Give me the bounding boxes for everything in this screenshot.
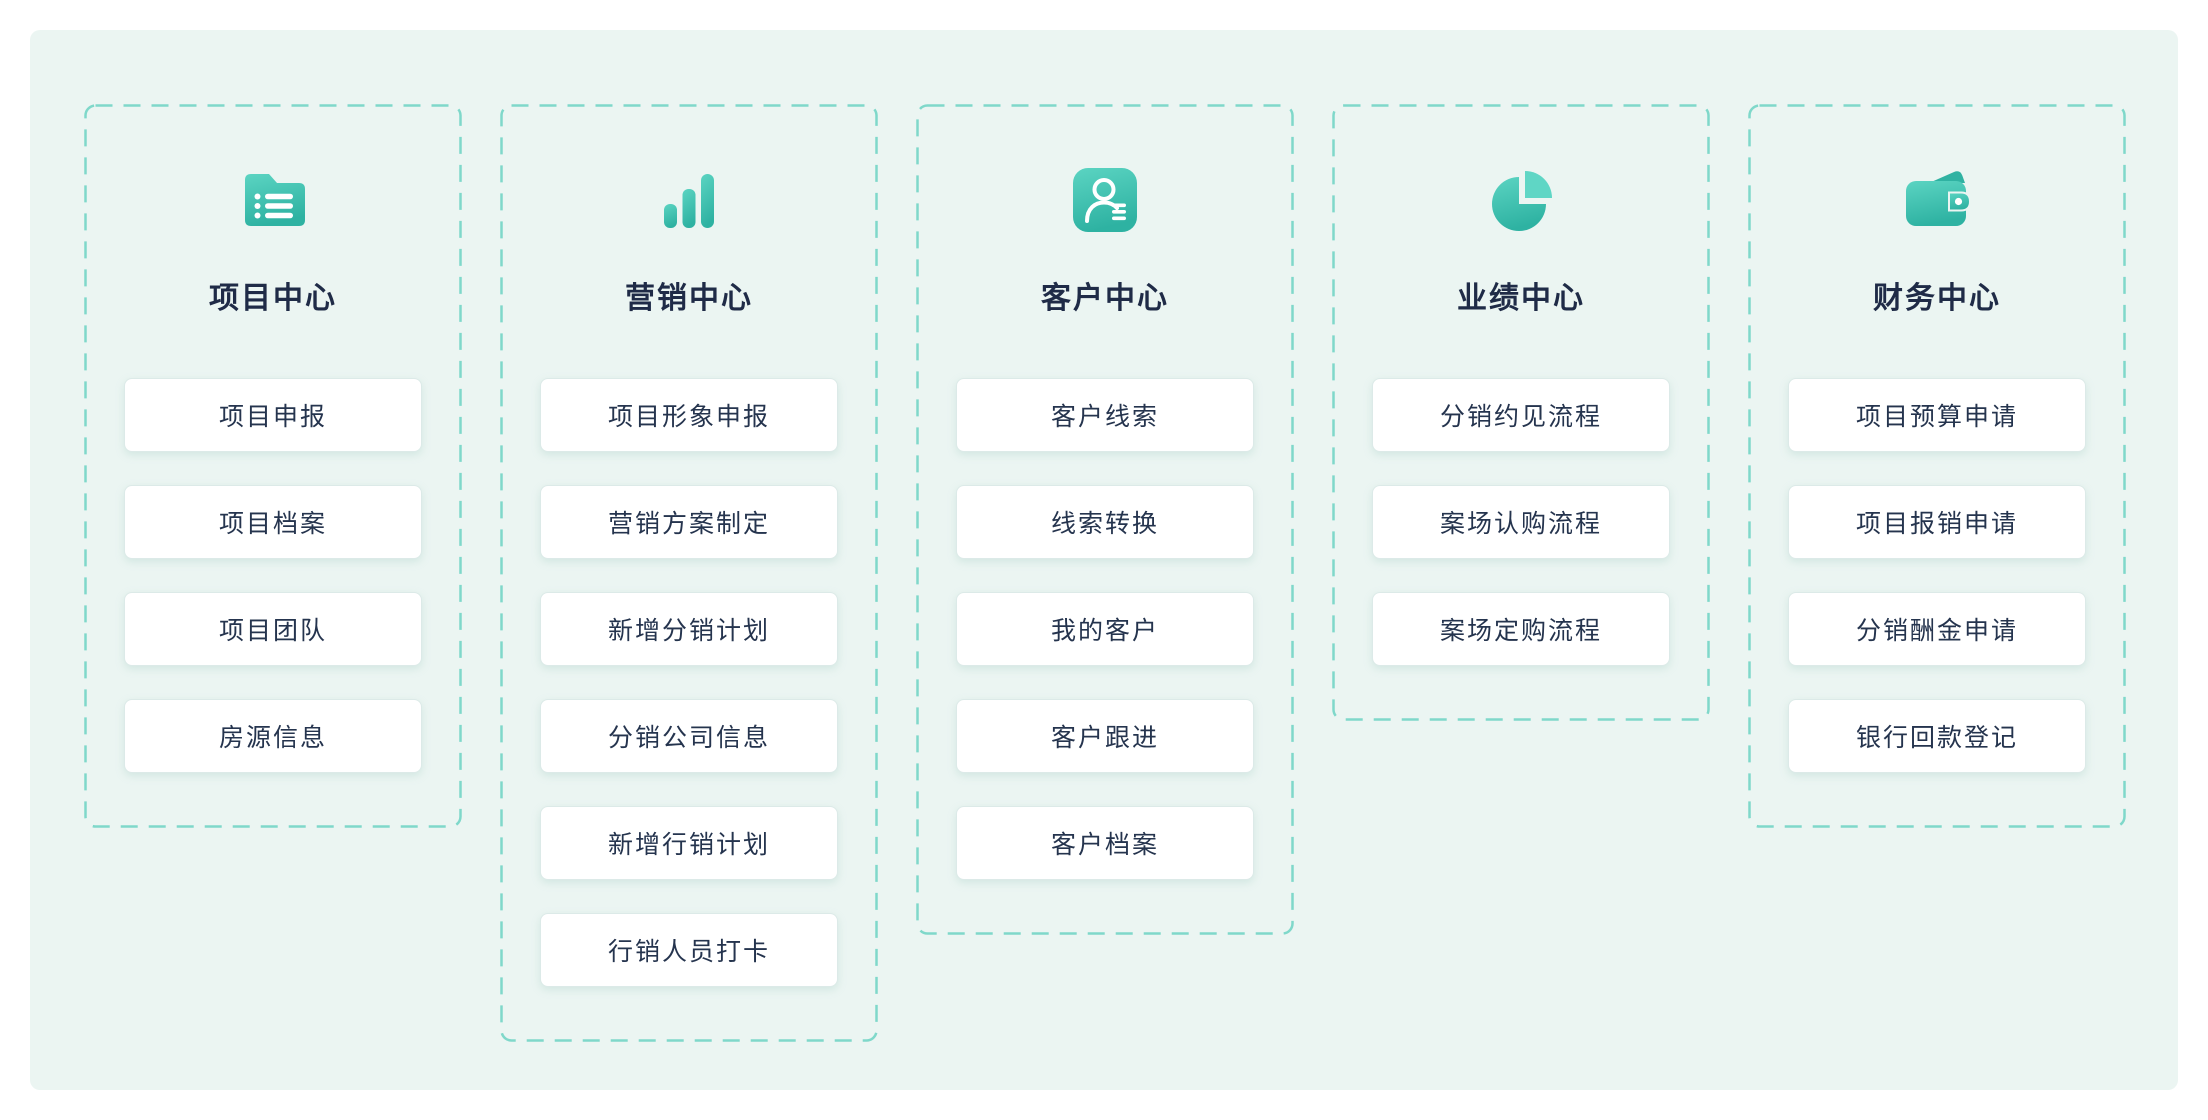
module-columns: 项目中心 项目申报项目档案项目团队房源信息 营销中心 项目形象申报营销方案制定新… — [84, 104, 2126, 1042]
module-button[interactable]: 营销方案制定 — [540, 485, 838, 559]
column-title: 项目中心 — [209, 282, 337, 315]
module-button[interactable]: 项目形象申报 — [540, 378, 838, 452]
column-buttons: 项目申报项目档案项目团队房源信息 — [124, 378, 422, 773]
column-buttons: 分销约见流程案场认购流程案场定购流程 — [1372, 378, 1670, 666]
bar-chart-icon — [651, 162, 727, 238]
module-map-panel: 项目中心 项目申报项目档案项目团队房源信息 营销中心 项目形象申报营销方案制定新… — [30, 30, 2178, 1090]
module-button[interactable]: 分销酬金申请 — [1788, 592, 2086, 666]
column-buttons: 项目预算申请项目报销申请分销酬金申请银行回款登记 — [1788, 378, 2086, 773]
module-button[interactable]: 新增分销计划 — [540, 592, 838, 666]
module-button[interactable]: 案场认购流程 — [1372, 485, 1670, 559]
folder-list-icon — [235, 162, 311, 238]
module-button[interactable]: 房源信息 — [124, 699, 422, 773]
column-performance-center: 业绩中心 分销约见流程案场认购流程案场定购流程 — [1332, 104, 1710, 721]
module-button[interactable]: 项目档案 — [124, 485, 422, 559]
user-profile-icon — [1067, 162, 1143, 238]
module-button[interactable]: 客户跟进 — [956, 699, 1254, 773]
module-button[interactable]: 项目团队 — [124, 592, 422, 666]
module-button[interactable]: 客户档案 — [956, 806, 1254, 880]
module-button[interactable]: 线索转换 — [956, 485, 1254, 559]
module-button[interactable]: 分销约见流程 — [1372, 378, 1670, 452]
column-title: 财务中心 — [1873, 282, 2001, 315]
column-project-center: 项目中心 项目申报项目档案项目团队房源信息 — [84, 104, 462, 828]
column-title: 客户中心 — [1041, 282, 1169, 315]
wallet-icon — [1899, 162, 1975, 238]
module-button[interactable]: 分销公司信息 — [540, 699, 838, 773]
column-buttons: 项目形象申报营销方案制定新增分销计划分销公司信息新增行销计划行销人员打卡 — [540, 378, 838, 987]
column-buttons: 客户线索线索转换我的客户客户跟进客户档案 — [956, 378, 1254, 880]
module-button[interactable]: 项目报销申请 — [1788, 485, 2086, 559]
pie-chart-icon — [1483, 162, 1559, 238]
module-button[interactable]: 行销人员打卡 — [540, 913, 838, 987]
module-button[interactable]: 新增行销计划 — [540, 806, 838, 880]
column-finance-center: 财务中心 项目预算申请项目报销申请分销酬金申请银行回款登记 — [1748, 104, 2126, 828]
module-button[interactable]: 银行回款登记 — [1788, 699, 2086, 773]
module-button[interactable]: 项目申报 — [124, 378, 422, 452]
module-button[interactable]: 我的客户 — [956, 592, 1254, 666]
column-title: 营销中心 — [625, 282, 753, 315]
module-button[interactable]: 项目预算申请 — [1788, 378, 2086, 452]
module-button[interactable]: 案场定购流程 — [1372, 592, 1670, 666]
column-customer-center: 客户中心 客户线索线索转换我的客户客户跟进客户档案 — [916, 104, 1294, 935]
column-marketing-center: 营销中心 项目形象申报营销方案制定新增分销计划分销公司信息新增行销计划行销人员打… — [500, 104, 878, 1042]
module-button[interactable]: 客户线索 — [956, 378, 1254, 452]
column-title: 业绩中心 — [1457, 282, 1585, 315]
